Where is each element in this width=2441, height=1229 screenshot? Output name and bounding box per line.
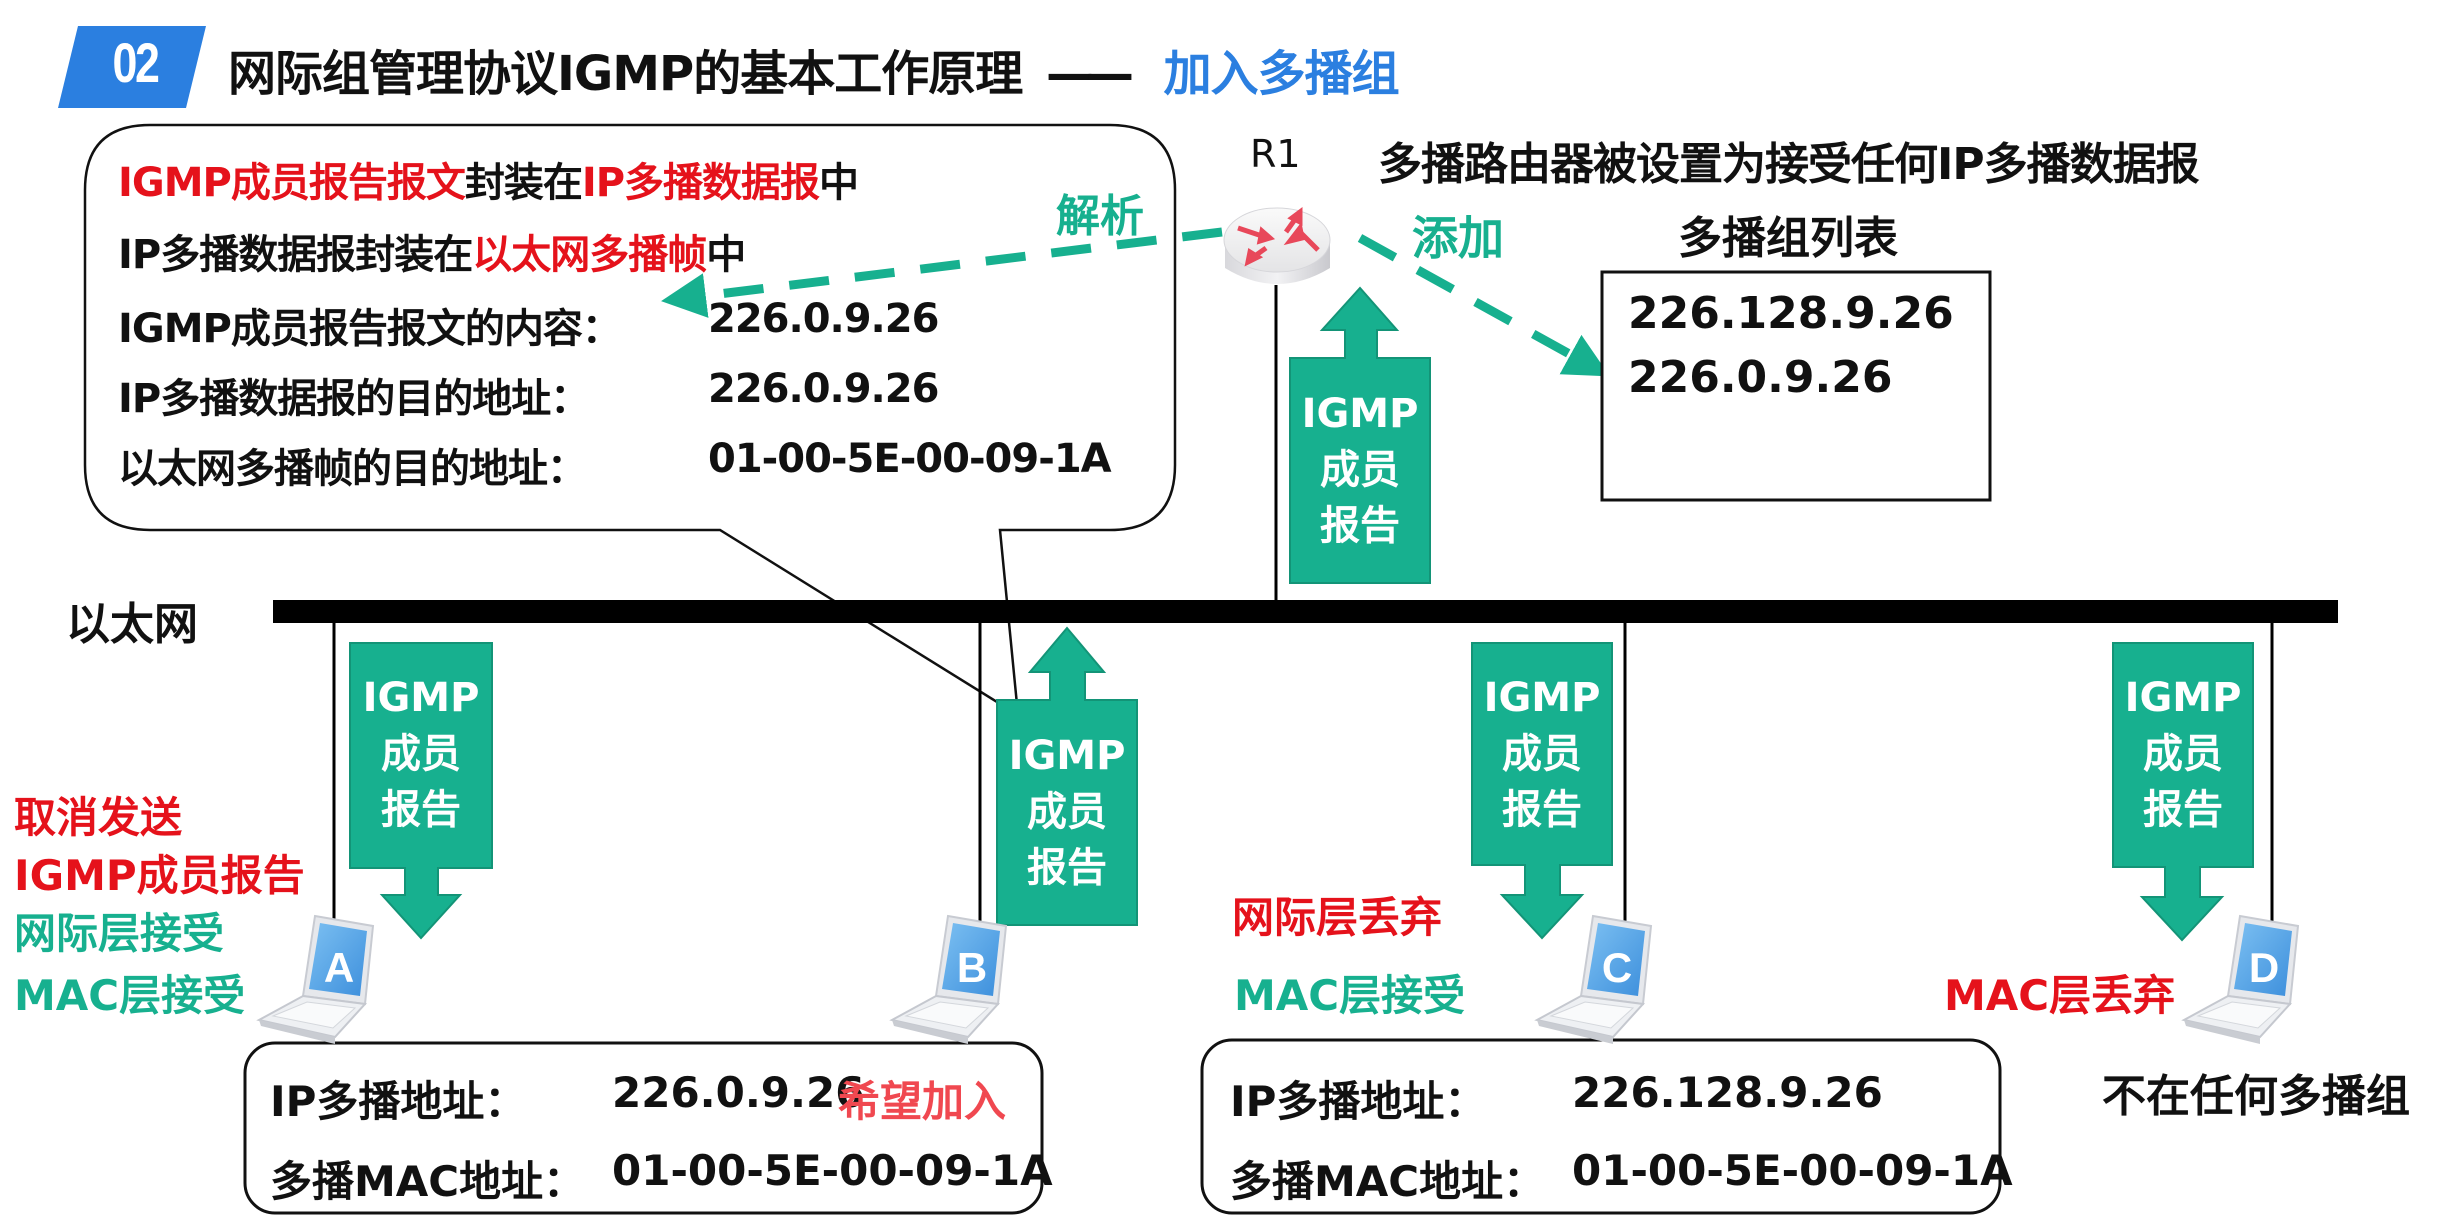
bubble-segment: 封装在 — [464, 160, 583, 206]
router-name: R1 — [1250, 132, 1301, 176]
report-text: 成员 — [2143, 731, 2223, 777]
report-text: 报告 — [1027, 845, 1107, 891]
report-label-a: IGMP 成员报告 — [351, 670, 491, 838]
bubble-line-1: IGMP成员报告报文封装在IP多播数据报中 — [118, 150, 859, 208]
report-text: 报告 — [381, 787, 461, 833]
report-label-c: IGMP 成员报告 — [1472, 670, 1612, 838]
report-text: 报告 — [1320, 503, 1400, 549]
ethernet-label: 以太网 — [66, 599, 198, 650]
title-subtitle: 加入多播组 — [1163, 46, 1400, 102]
bubble-segment: IGMP成员报告报文 — [118, 160, 466, 206]
bubble-segment: 以太网多播帧 — [472, 232, 707, 278]
report-arrow-a — [349, 642, 493, 940]
section-badge — [58, 26, 206, 108]
report-text: IGMP — [1301, 391, 1419, 437]
report-text: 报告 — [2143, 787, 2223, 833]
row-label: 以太网多播帧的目的地址： — [118, 446, 587, 492]
laptop-label: C — [1602, 944, 1632, 991]
laptop-label: B — [957, 944, 987, 991]
laptop-icon-c[interactable]: C — [1534, 914, 1653, 1044]
report-text: 成员 — [1502, 731, 1582, 777]
laptop-icon-b[interactable]: B — [889, 914, 1008, 1044]
host-c-note: MAC层接受 — [1234, 971, 1466, 1020]
group-list-box — [1600, 270, 1992, 502]
section-number: 02 — [112, 31, 159, 94]
info-c-mac-value: 01-00-5E-00-09-1A — [1572, 1146, 2013, 1195]
bubble-segment: IP多播数据报 — [581, 160, 820, 206]
info-a-ip-value: 226.0.9.26 — [612, 1068, 865, 1117]
info-a-mac-label: 多播MAC地址： — [270, 1157, 586, 1206]
info-a-ip-label: IP多播地址： — [270, 1077, 527, 1126]
host-c-note: 网际层丢弃 — [1232, 893, 1443, 942]
title-text: 网际组管理协议IGMP的基本工作原理 — [228, 46, 1023, 102]
info-c-mac-label: 多播MAC地址： — [1230, 1157, 1546, 1206]
report-text: IGMP — [1483, 675, 1601, 721]
router-icon[interactable] — [1223, 207, 1331, 284]
report-text: 成员 — [1027, 789, 1107, 835]
report-text: 成员 — [381, 731, 461, 777]
bubble-segment: 中 — [819, 160, 859, 206]
report-text: 成员 — [1320, 447, 1400, 493]
title-dash: —— — [1045, 46, 1134, 102]
parse-label: 解析 — [1056, 191, 1144, 242]
info-a-mac-value: 01-00-5E-00-09-1A — [612, 1146, 1053, 1195]
group-list-entry: 226.0.9.26 — [1628, 352, 1893, 403]
report-text: IGMP — [2124, 675, 2242, 721]
page-title: 网际组管理协议IGMP的基本工作原理 —— 加入多播组 — [228, 34, 1400, 104]
report-label-b: IGMP 成员报告 — [997, 728, 1137, 896]
host-d-status: 不在任何多播组 — [2102, 1071, 2410, 1122]
row-value: 01-00-5E-00-09-1A — [708, 436, 1112, 482]
report-arrow-r1 — [1289, 286, 1431, 584]
report-text: IGMP — [1008, 733, 1126, 779]
laptop-label: A — [324, 944, 354, 991]
bubble-segment: IP多播数据报封装在 — [118, 232, 473, 278]
router-note: 多播路由器被设置为接受任何IP多播数据报 — [1378, 139, 2200, 190]
parse-dashed-arrow — [661, 227, 1223, 318]
report-arrow-d — [2112, 642, 2254, 942]
info-c-ip-value: 226.128.9.26 — [1572, 1068, 1883, 1117]
bubble-row-ip-dest: IP多播数据报的目的地址： 226.0.9.26 — [118, 366, 1118, 424]
row-value: 226.0.9.26 — [708, 296, 939, 342]
row-label: IP多播数据报的目的地址： — [118, 376, 590, 422]
laptop-icon-d[interactable]: D — [2181, 914, 2300, 1044]
add-dashed-arrow — [1357, 234, 1610, 377]
ethernet-bus — [273, 600, 2338, 623]
report-text: 报告 — [1502, 787, 1582, 833]
bubble-row-content: IGMP成员报告报文的内容： 226.0.9.26 — [118, 296, 1118, 354]
add-label: 添加 — [1412, 211, 1504, 265]
info-a-ip-note: 希望加入 — [838, 1077, 1007, 1126]
host-a-note: MAC层接受 — [14, 971, 246, 1020]
row-value: 226.0.9.26 — [708, 366, 939, 412]
report-arrow-c — [1471, 642, 1613, 940]
bubble-line-2: IP多播数据报封装在以太网多播帧中 — [118, 222, 746, 280]
info-box-a — [243, 1041, 1044, 1215]
report-text: IGMP — [362, 675, 480, 721]
group-list-entry: 226.128.9.26 — [1628, 288, 1954, 339]
laptop-label: D — [2249, 944, 2279, 991]
host-d-note: MAC层丢弃 — [1944, 971, 2176, 1020]
host-a-note: 网际层接受 — [14, 909, 225, 958]
report-label-r1: IGMP 成员报告 — [1290, 386, 1430, 554]
bubble-row-frame-dest: 以太网多播帧的目的地址： 01-00-5E-00-09-1A — [118, 436, 1118, 494]
laptop-icon-a[interactable]: A — [256, 914, 375, 1044]
host-a-note: IGMP成员报告 — [14, 851, 305, 900]
info-c-ip-label: IP多播地址： — [1230, 1077, 1487, 1126]
report-arrow-b — [996, 626, 1138, 926]
host-a-note: 取消发送 — [14, 793, 183, 842]
report-label-d: IGMP 成员报告 — [2113, 670, 2253, 838]
group-list-title: 多播组列表 — [1678, 213, 1898, 264]
row-label: IGMP成员报告报文的内容： — [118, 306, 622, 352]
bubble-segment: 中 — [706, 232, 746, 278]
